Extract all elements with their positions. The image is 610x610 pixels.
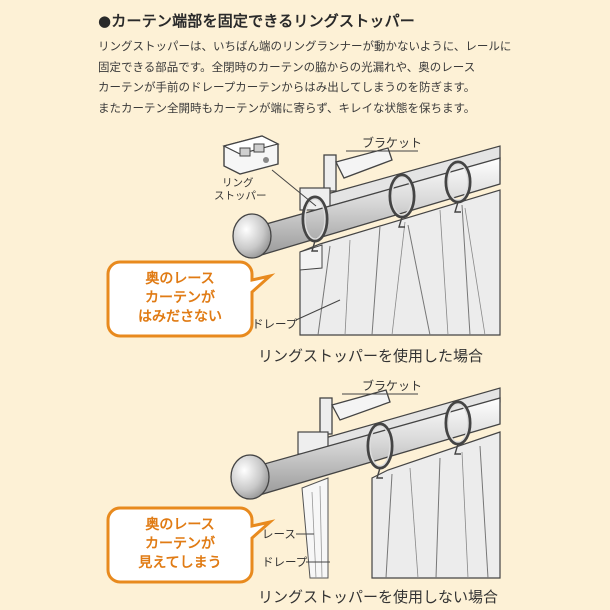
caption-without-stopper: リングストッパーを使用しない場合 — [258, 588, 499, 606]
callout-bubble-1: 奥のレース カーテンが はみださない — [106, 260, 276, 338]
stopper-label-line2: ストッパー — [214, 190, 267, 202]
bubble1-line3: はみださない — [138, 309, 222, 325]
bubble1-line2: カーテンが — [145, 289, 216, 306]
lace-curtain — [301, 477, 329, 579]
bracket-plate — [323, 154, 337, 192]
section-heading: ●カーテン端部を固定できるリングストッパー — [98, 12, 415, 30]
drape-curtain — [371, 431, 501, 579]
rod-finial — [230, 454, 270, 500]
description-line: リングストッパーは、いちばん端のリングランナーが動かないように、レールに — [98, 39, 512, 53]
callout-bubble-2: 奥のレース カーテンが 見えてしまう — [106, 506, 276, 584]
diagram-with-stopper: ブラケット リング ストッパー ドレープ 奥のレース カーテンが はみださない — [106, 135, 501, 338]
ring-stopper-inset — [222, 135, 280, 175]
bracket-label: ブラケット — [362, 378, 422, 393]
lace-label: レース — [262, 527, 296, 541]
stopper-leader — [271, 169, 317, 207]
bubble2-line1: 奥のレース — [145, 516, 214, 533]
drape-label: ドレープ — [252, 317, 298, 331]
diagram-without-stopper: ブラケット レース ドレープ 奥のレース カーテンが 見えてしまう — [106, 378, 501, 584]
bubble2-line3: 見えてしまう — [137, 555, 221, 571]
bracket-plate — [319, 397, 333, 435]
stopper-label-line1: リング — [222, 176, 254, 189]
bracket-arm — [331, 389, 391, 421]
description-line: 固定できる部品です。全閉時のカーテンの脇からの光漏れや、奥のレース — [98, 59, 476, 74]
description: リングストッパーは、いちばん端のリングランナーが動かないように、レールに 固定で… — [98, 36, 568, 118]
drape-label: ドレープ — [262, 555, 308, 569]
caption-with-stopper: リングストッパーを使用した場合 — [258, 347, 484, 365]
description-line: またカーテン全開時もカーテンが端に寄らず、キレイな状態を保ちます。 — [98, 100, 476, 115]
bubble2-line2: カーテンが — [145, 535, 216, 552]
drape-leader — [295, 299, 341, 321]
bracket-label: ブラケット — [362, 135, 422, 150]
rod-finial — [232, 213, 272, 259]
description-line: カーテンが手前のドレープカーテンからはみ出してしまうのを防ぎます。 — [98, 80, 476, 94]
bubble1-line1: 奥のレース — [145, 270, 214, 287]
bracket-arm — [335, 147, 393, 179]
